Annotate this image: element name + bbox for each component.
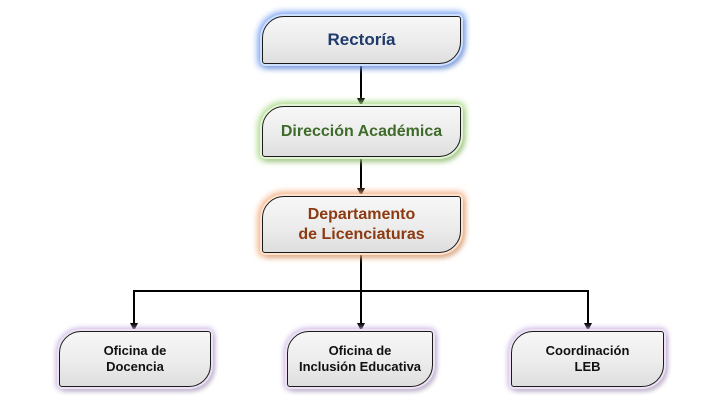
node-leb-label-line1: Coordinación — [545, 342, 630, 358]
node-direccion-academica: Dirección Académica — [262, 106, 461, 157]
node-coordinacion-leb: Coordinación LEB — [511, 331, 664, 387]
node-departamento-label-line2: de Licenciaturas — [298, 225, 425, 243]
node-departamento-label-line1: Departamento — [307, 205, 416, 223]
node-rectoria-label: Rectoría — [327, 30, 396, 50]
node-departamento-licenciaturas: Departamento de Licenciaturas — [262, 196, 461, 253]
node-oficina-docencia: Oficina de Docencia — [59, 331, 211, 387]
node-oficina-inclusion-educativa: Oficina de Inclusión Educativa — [287, 331, 433, 387]
node-rectoria: Rectoría — [262, 16, 461, 64]
node-direccion-academica-label: Dirección Académica — [280, 122, 443, 140]
node-leb-label-line2: LEB — [574, 359, 601, 374]
node-inclusion-label-line2: Inclusión Educativa — [298, 359, 422, 374]
node-docencia-label-line1: Oficina de — [103, 342, 167, 358]
node-docencia-label-line2: Docencia — [106, 359, 164, 374]
node-inclusion-label-line1: Oficina de — [328, 342, 392, 358]
